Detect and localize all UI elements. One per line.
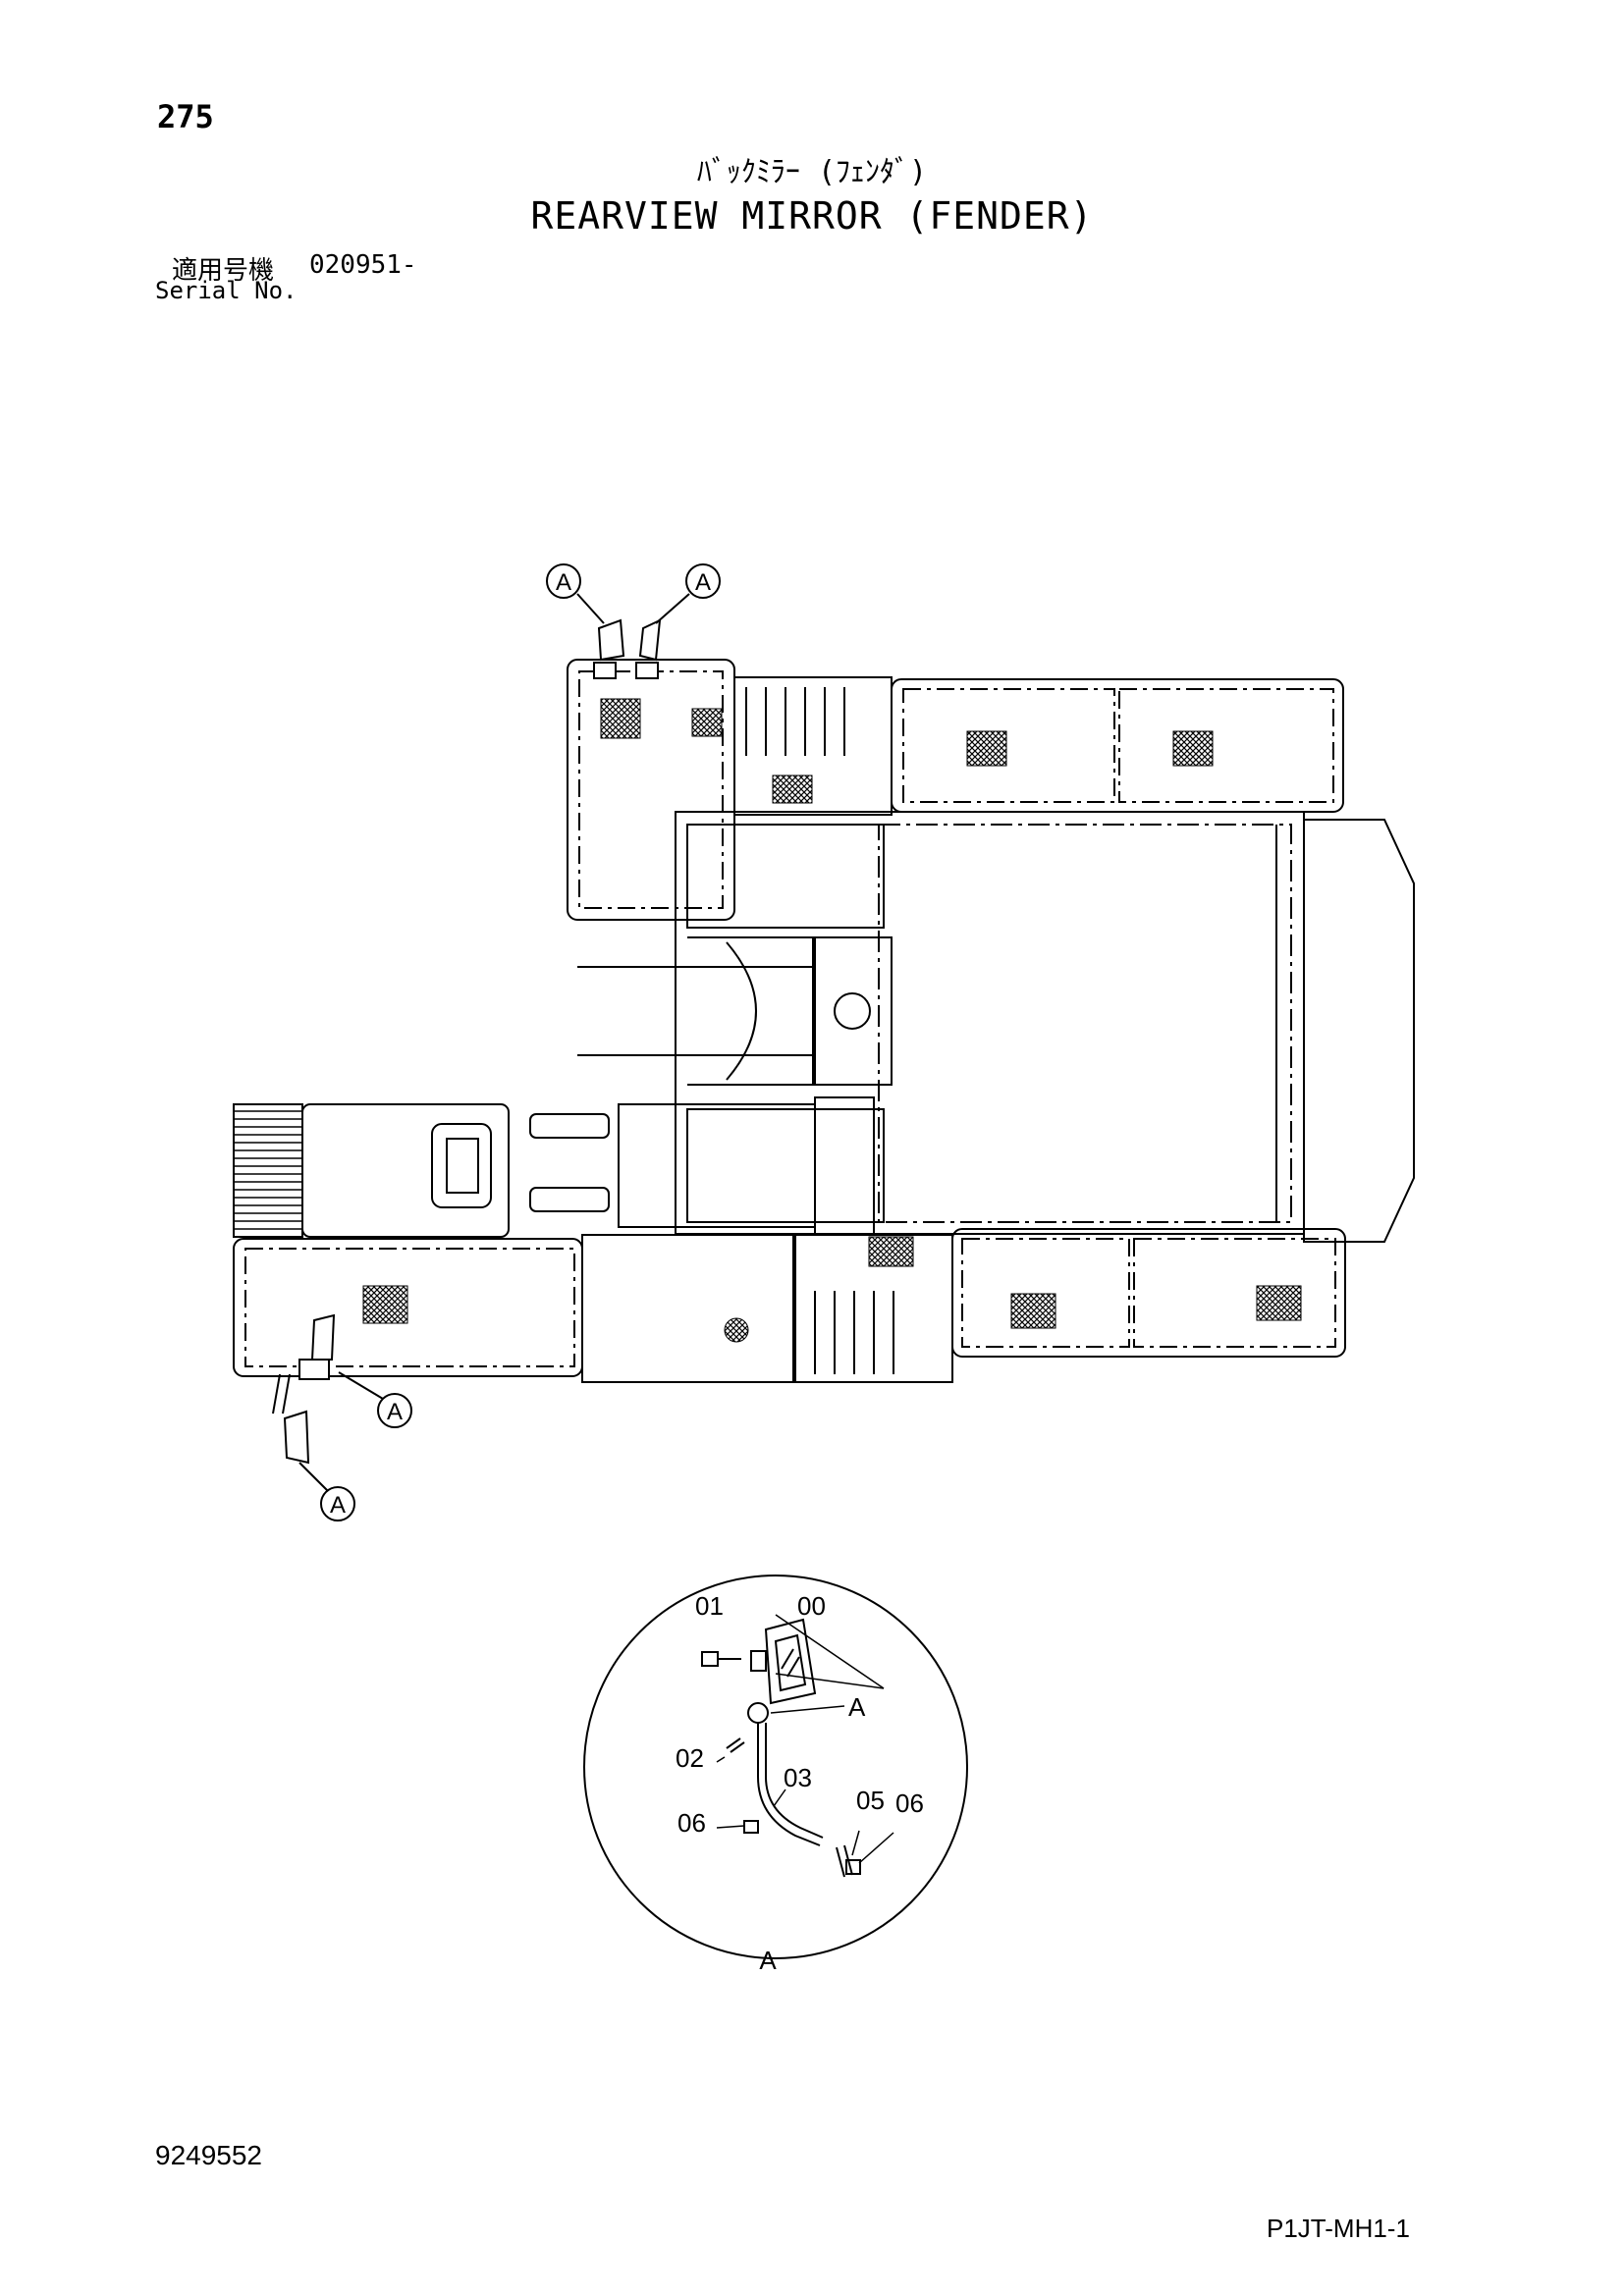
label-03: 03 (784, 1763, 812, 1792)
label-a-detail: A (848, 1692, 866, 1722)
callout-a-4-text: A (330, 1492, 346, 1519)
callout-a-1: A (546, 563, 581, 599)
callout-a-3: A (377, 1393, 412, 1428)
document-number: 9249552 (155, 2140, 263, 2170)
callout-a-1-text: A (556, 569, 571, 596)
label-detail-a-title: A (759, 1946, 777, 1975)
detail-view-a: 01 00 A 02 03 06 05 06 A (499, 1575, 968, 1979)
serial-label-japanese: 適用号機 (172, 256, 275, 286)
callout-a-3-text: A (387, 1399, 403, 1425)
label-02: 02 (676, 1743, 704, 1773)
title-english: REARVIEW MIRROR (FENDER) (530, 194, 1094, 238)
mirror-marks (272, 618, 662, 1465)
detail-leaders (716, 1614, 894, 1864)
mesh-vents (362, 698, 1302, 1343)
serial-code: 020951- (309, 250, 417, 280)
mirror-assembly (701, 1618, 861, 1878)
callout-a-2-text: A (695, 569, 711, 596)
callout-leaders (298, 593, 690, 1493)
callout-a-4: A (320, 1486, 355, 1522)
label-06-left: 06 (677, 1808, 706, 1838)
label-06-right: 06 (895, 1789, 924, 1818)
sheet-code: P1JT-MH1-1 (1267, 2214, 1410, 2243)
callout-a-2: A (685, 563, 721, 599)
title-japanese: ﾊﾞｯｸﾐﾗｰ (ﾌｪﾝﾀﾞ) (696, 155, 928, 189)
label-00: 00 (797, 1591, 826, 1621)
label-01: 01 (695, 1591, 724, 1621)
serial-label-english: Serial No. (155, 277, 298, 304)
machine-outline (233, 659, 1415, 1383)
page-number: 275 (157, 98, 214, 135)
label-05: 05 (856, 1786, 885, 1815)
